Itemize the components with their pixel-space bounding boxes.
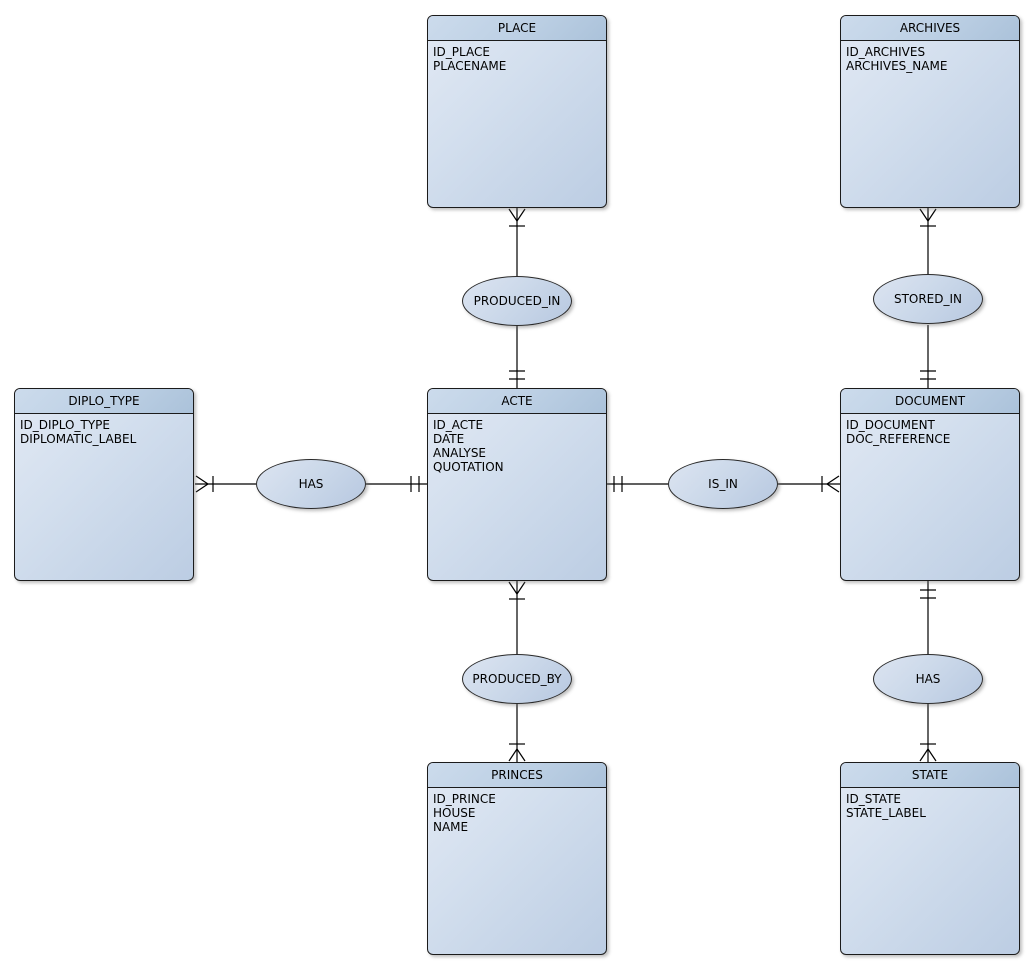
connector-archives-stored-in-document[interactable]	[919, 208, 937, 388]
relationship-is-in[interactable]: IS_IN	[668, 459, 778, 509]
attribute: DOC_REFERENCE	[846, 432, 951, 446]
entity-document-title: DOCUMENT	[841, 389, 1019, 414]
crow-foot-marker	[919, 208, 937, 223]
entity-archives-attributes: ID_ARCHIVES ARCHIVES_NAME	[841, 41, 1019, 77]
relationship-label: HAS	[298, 477, 324, 491]
relationship-label: HAS	[915, 672, 941, 686]
attribute: ID_ACTE	[433, 418, 484, 432]
entity-document[interactable]: DOCUMENT ID_DOCUMENT DOC_REFERENCE	[840, 388, 1020, 581]
entity-archives-title: ARCHIVES	[841, 16, 1019, 41]
attribute: ARCHIVES_NAME	[846, 59, 948, 73]
entity-princes-attributes: ID_PRINCE HOUSE NAME	[428, 788, 606, 838]
relationship-stored-in[interactable]: STORED_IN	[873, 274, 983, 324]
entity-state[interactable]: STATE ID_STATE STATE_LABEL	[840, 762, 1020, 955]
entity-acte-attributes: ID_ACTE DATE ANALYSE QUOTATION	[428, 414, 606, 478]
relationship-has-state[interactable]: HAS	[873, 654, 983, 704]
crow-foot-marker	[825, 475, 840, 493]
double-tick-marker	[920, 589, 936, 599]
attribute: DATE	[433, 432, 465, 446]
relationship-label: PRODUCED_BY	[472, 672, 562, 686]
crow-foot-marker	[508, 208, 526, 223]
entity-princes[interactable]: PRINCES ID_PRINCE HOUSE NAME	[427, 762, 607, 955]
relationship-label: IS_IN	[708, 477, 738, 491]
crow-foot-marker	[919, 747, 937, 762]
entity-acte[interactable]: ACTE ID_ACTE DATE ANALYSE QUOTATION	[427, 388, 607, 581]
crow-foot-marker	[508, 581, 526, 596]
entity-diplo-type[interactable]: DIPLO_TYPE ID_DIPLO_TYPE DIPLOMATIC_LABE…	[14, 388, 194, 581]
attribute: ID_PLACE	[433, 45, 490, 59]
connector-document-has-state[interactable]	[919, 581, 937, 762]
attribute: STATE_LABEL	[846, 806, 926, 820]
entity-place-attributes: ID_PLACE PLACENAME	[428, 41, 606, 77]
attribute: NAME	[433, 820, 469, 834]
relationship-label: PRODUCED_IN	[473, 294, 561, 308]
entity-princes-title: PRINCES	[428, 763, 606, 788]
attribute: PLACENAME	[433, 59, 507, 73]
attribute: ID_DIPLO_TYPE	[20, 418, 110, 432]
entity-acte-title: ACTE	[428, 389, 606, 414]
entity-archives[interactable]: ARCHIVES ID_ARCHIVES ARCHIVES_NAME	[840, 15, 1020, 208]
attribute: HOUSE	[433, 806, 476, 820]
attribute: ID_PRINCE	[433, 792, 496, 806]
connector-place-produced-in-acte[interactable]	[508, 208, 526, 388]
relationship-label: STORED_IN	[893, 292, 963, 306]
entity-document-attributes: ID_DOCUMENT DOC_REFERENCE	[841, 414, 1019, 450]
connector-acte-is-in-document[interactable]	[607, 475, 840, 493]
relationship-produced-in[interactable]: PRODUCED_IN	[462, 276, 572, 326]
relationship-produced-by[interactable]: PRODUCED_BY	[462, 654, 572, 704]
attribute: ID_ARCHIVES	[846, 45, 926, 59]
connector-acte-produced-by-princes[interactable]	[508, 581, 526, 762]
attribute: ANALYSE	[433, 446, 487, 460]
attribute: ID_DOCUMENT	[846, 418, 935, 432]
crow-foot-marker	[508, 747, 526, 762]
connector-diplo-type-has-acte[interactable]	[195, 475, 427, 493]
attribute: QUOTATION	[433, 460, 504, 474]
attribute: DIPLOMATIC_LABEL	[20, 432, 137, 446]
entity-place[interactable]: PLACE ID_PLACE PLACENAME	[427, 15, 607, 208]
double-tick-marker	[920, 370, 936, 380]
entity-place-title: PLACE	[428, 16, 606, 41]
crow-foot-marker	[195, 475, 210, 493]
relationship-has-diplo-type[interactable]: HAS	[256, 459, 366, 509]
entity-state-title: STATE	[841, 763, 1019, 788]
double-tick-marker	[613, 476, 623, 492]
entity-diplo-type-title: DIPLO_TYPE	[15, 389, 193, 414]
double-tick-marker	[410, 476, 420, 492]
entity-state-attributes: ID_STATE STATE_LABEL	[841, 788, 1019, 824]
attribute: ID_STATE	[846, 792, 901, 806]
double-tick-marker	[509, 370, 525, 380]
entity-diplo-type-attributes: ID_DIPLO_TYPE DIPLOMATIC_LABEL	[15, 414, 193, 450]
